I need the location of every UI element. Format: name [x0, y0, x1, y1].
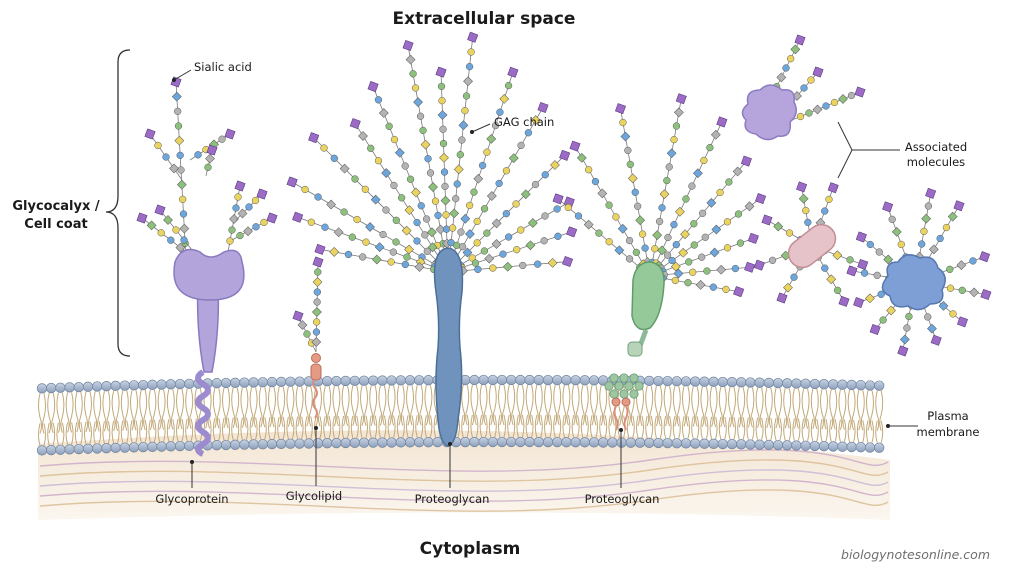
label-associated-molecules-line1: Associated: [905, 140, 967, 154]
label-sialic-acid: Sialic acid: [194, 60, 252, 74]
glycan-chains: [136, 31, 992, 357]
cytoskeleton-fibers: [39, 449, 889, 512]
cytoplasm-region: [38, 430, 890, 520]
associated-molecule-pink: [787, 223, 837, 269]
proteoglycan-core-protein-green: [604, 261, 665, 431]
associated-molecule-blue: [881, 254, 946, 311]
glycolipid-molecule: [310, 353, 322, 419]
title-extracellular: Extracellular space: [393, 9, 576, 29]
pointer-dots: [172, 78, 890, 464]
label-proteoglycan-1: Proteoglycan: [415, 492, 490, 506]
glycoprotein-molecule: [173, 248, 245, 457]
label-glycolipid: Glycolipid: [286, 489, 342, 503]
glycocalyx-bracket: [105, 49, 131, 357]
proteoglycan-core-protein-blue: [433, 247, 464, 447]
label-glycocalyx-line2: Cell coat: [24, 217, 87, 232]
lipid-heads: [36, 374, 885, 456]
label-glycocalyx-line1: Glycocalyx /: [12, 199, 100, 214]
lipid-tails: [38, 384, 884, 446]
label-associated-molecules-line2: molecules: [907, 155, 965, 169]
label-proteoglycan-2: Proteoglycan: [585, 492, 660, 506]
label-gag-chain: GAG chain: [494, 115, 554, 129]
associated-molecule-purple: [741, 84, 797, 141]
label-plasma-membrane-line2: membrane: [917, 425, 980, 439]
watermark: biologynotesonline.com: [841, 547, 990, 562]
pointer-lines: [173, 69, 918, 488]
label-plasma-membrane-line1: Plasma: [927, 409, 968, 423]
label-glycoprotein: Glycoprotein: [155, 492, 228, 506]
title-cytoplasm: Cytoplasm: [420, 539, 521, 559]
